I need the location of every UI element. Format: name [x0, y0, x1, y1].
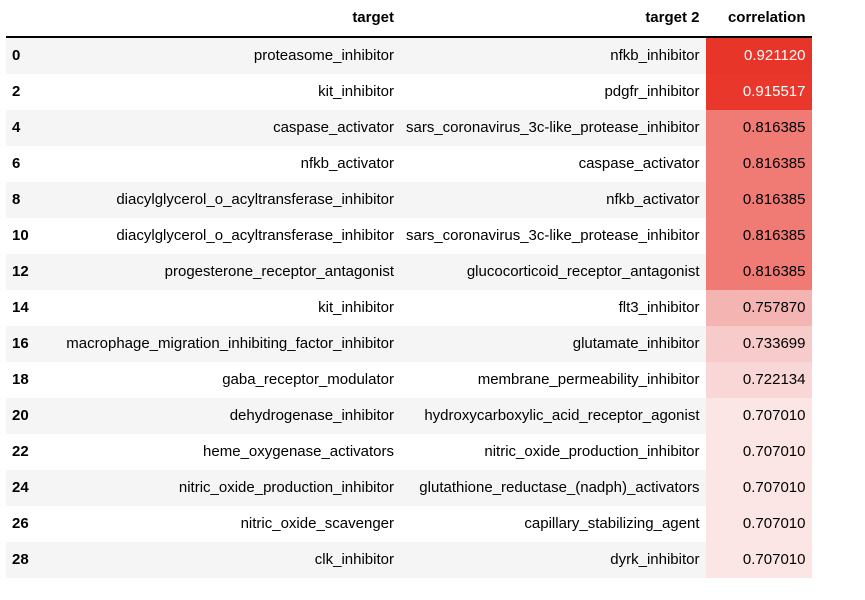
cell-correlation: 0.707010: [705, 542, 812, 578]
table-row: 22 heme_oxygenase_activators nitric_oxide_…: [6, 434, 812, 470]
cell-target-2: glucocorticoid_receptor_antagonist: [466, 263, 700, 280]
cell-correlation: 0.707010: [705, 398, 812, 434]
cell-correlation: 0.722134: [705, 362, 812, 398]
cell-target: gaba_receptor_modulator: [222, 371, 394, 388]
cell-target: caspase_activator: [273, 119, 394, 136]
cell-target: diacylglycerol_o_acyltransferase_inhibit…: [116, 227, 394, 244]
table-row: 16 macrophage_migration_inhibiting_factor…: [6, 326, 812, 362]
cell-target-2: hydroxycarboxylic_acid_receptor_agonist: [424, 407, 700, 424]
table-row: 26 nitric_oxide_scavenger capillary_stabil…: [6, 506, 812, 542]
header-row: target target 2 correlation: [6, 0, 812, 38]
cell-target: kit_inhibitor: [318, 299, 394, 316]
cell-target-2: nfkb_inhibitor: [610, 47, 700, 64]
row-index: 14: [12, 299, 29, 316]
cell-target-2: nitric_oxide_production_inhibitor: [484, 443, 700, 460]
row-index: 8: [12, 191, 21, 208]
cell-correlation: 0.921120: [705, 37, 812, 74]
row-index: 12: [12, 263, 29, 280]
header-index: [6, 0, 48, 38]
row-index: 4: [12, 119, 21, 136]
table-row: 8 diacylglycerol_o_acyltransferase_inhibi…: [6, 182, 812, 218]
row-index: 24: [12, 479, 29, 496]
row-index: 18: [12, 371, 29, 388]
table-row: 6 nfkb_activator caspase_activator 0.816385: [6, 146, 812, 182]
cell-target-2: dyrk_inhibitor: [610, 551, 700, 568]
cell-target: kit_inhibitor: [318, 83, 394, 100]
cell-correlation: 0.816385: [705, 254, 812, 290]
cell-target-2: membrane_permeability_inhibitor: [477, 371, 700, 388]
cell-correlation: 0.733699: [705, 326, 812, 362]
cell-correlation: 0.707010: [705, 506, 812, 542]
cell-target-2: nfkb_activator: [606, 191, 700, 208]
table-row: 0 proteasome_inhibitor nfkb_inhibitor 0.921…: [6, 37, 812, 74]
cell-correlation: 0.707010: [705, 470, 812, 506]
cell-correlation: 0.816385: [705, 146, 812, 182]
cell-target-2: glutamate_inhibitor: [572, 335, 700, 352]
cell-target: proteasome_inhibitor: [253, 47, 394, 64]
row-index: 20: [12, 407, 29, 424]
cell-target: clk_inhibitor: [314, 551, 394, 568]
row-index: 10: [12, 227, 29, 244]
cell-target-2: glutathione_reductase_(nadph)_activators: [419, 479, 700, 496]
table-row: 18 gaba_receptor_modulator membrane_permea…: [6, 362, 812, 398]
dataframe-table: target target 2 correlation 0 proteasome_…: [6, 0, 812, 578]
cell-target-2: sars_coronavirus_3c-like_protease_inhibi…: [406, 119, 700, 136]
row-index: 26: [12, 515, 29, 532]
cell-correlation: 0.915517: [705, 74, 812, 110]
table-row: 28 clk_inhibitor dyrk_inhibitor 0.707010: [6, 542, 812, 578]
cell-target-2: flt3_inhibitor: [618, 299, 700, 316]
table-row: 10 diacylglycerol_o_acyltransferase_inhib…: [6, 218, 812, 254]
header-correlation: correlation: [705, 0, 812, 38]
cell-target: heme_oxygenase_activators: [203, 443, 394, 460]
cell-target: diacylglycerol_o_acyltransferase_inhibit…: [116, 191, 394, 208]
cell-target: progesterone_receptor_antagonist: [164, 263, 394, 280]
cell-target: macrophage_migration_inhibiting_factor_i…: [66, 335, 394, 352]
cell-target: nitric_oxide_scavenger: [240, 515, 394, 532]
header-target-2: target 2: [400, 0, 706, 38]
row-index: 2: [12, 83, 21, 100]
cell-target-2: sars_coronavirus_3c-like_protease_inhibi…: [406, 227, 700, 244]
table-row: 2 kit_inhibitor pdgfr_inhibitor 0.915517: [6, 74, 812, 110]
cell-correlation: 0.816385: [705, 218, 812, 254]
table-row: 12 progesterone_receptor_antagonist glucoc…: [6, 254, 812, 290]
table-row: 24 nitric_oxide_production_inhibitor gluta…: [6, 470, 812, 506]
cell-correlation: 0.816385: [705, 110, 812, 146]
cell-correlation: 0.757870: [705, 290, 812, 326]
table-body: 0 proteasome_inhibitor nfkb_inhibitor 0.921…: [6, 37, 812, 578]
cell-correlation: 0.707010: [705, 434, 812, 470]
header-target: target: [48, 0, 400, 38]
table-row: 4 caspase_activator sars_coronavirus_3c-li…: [6, 110, 812, 146]
cell-target-2: capillary_stabilizing_agent: [524, 515, 700, 532]
row-index: 6: [12, 155, 21, 172]
row-index: 0: [12, 47, 21, 64]
row-index: 22: [12, 443, 29, 460]
cell-correlation: 0.816385: [705, 182, 812, 218]
cell-target: nitric_oxide_production_inhibitor: [178, 479, 394, 496]
row-index: 16: [12, 335, 29, 352]
table-row: 20 dehydrogenase_inhibitor hydroxycarboxyl…: [6, 398, 812, 434]
cell-target-2: caspase_activator: [578, 155, 700, 172]
table-row: 14 kit_inhibitor flt3_inhibitor 0.757870: [6, 290, 812, 326]
cell-target: nfkb_activator: [300, 155, 394, 172]
row-index: 28: [12, 551, 29, 568]
cell-target-2: pdgfr_inhibitor: [604, 83, 700, 100]
cell-target: dehydrogenase_inhibitor: [229, 407, 394, 424]
